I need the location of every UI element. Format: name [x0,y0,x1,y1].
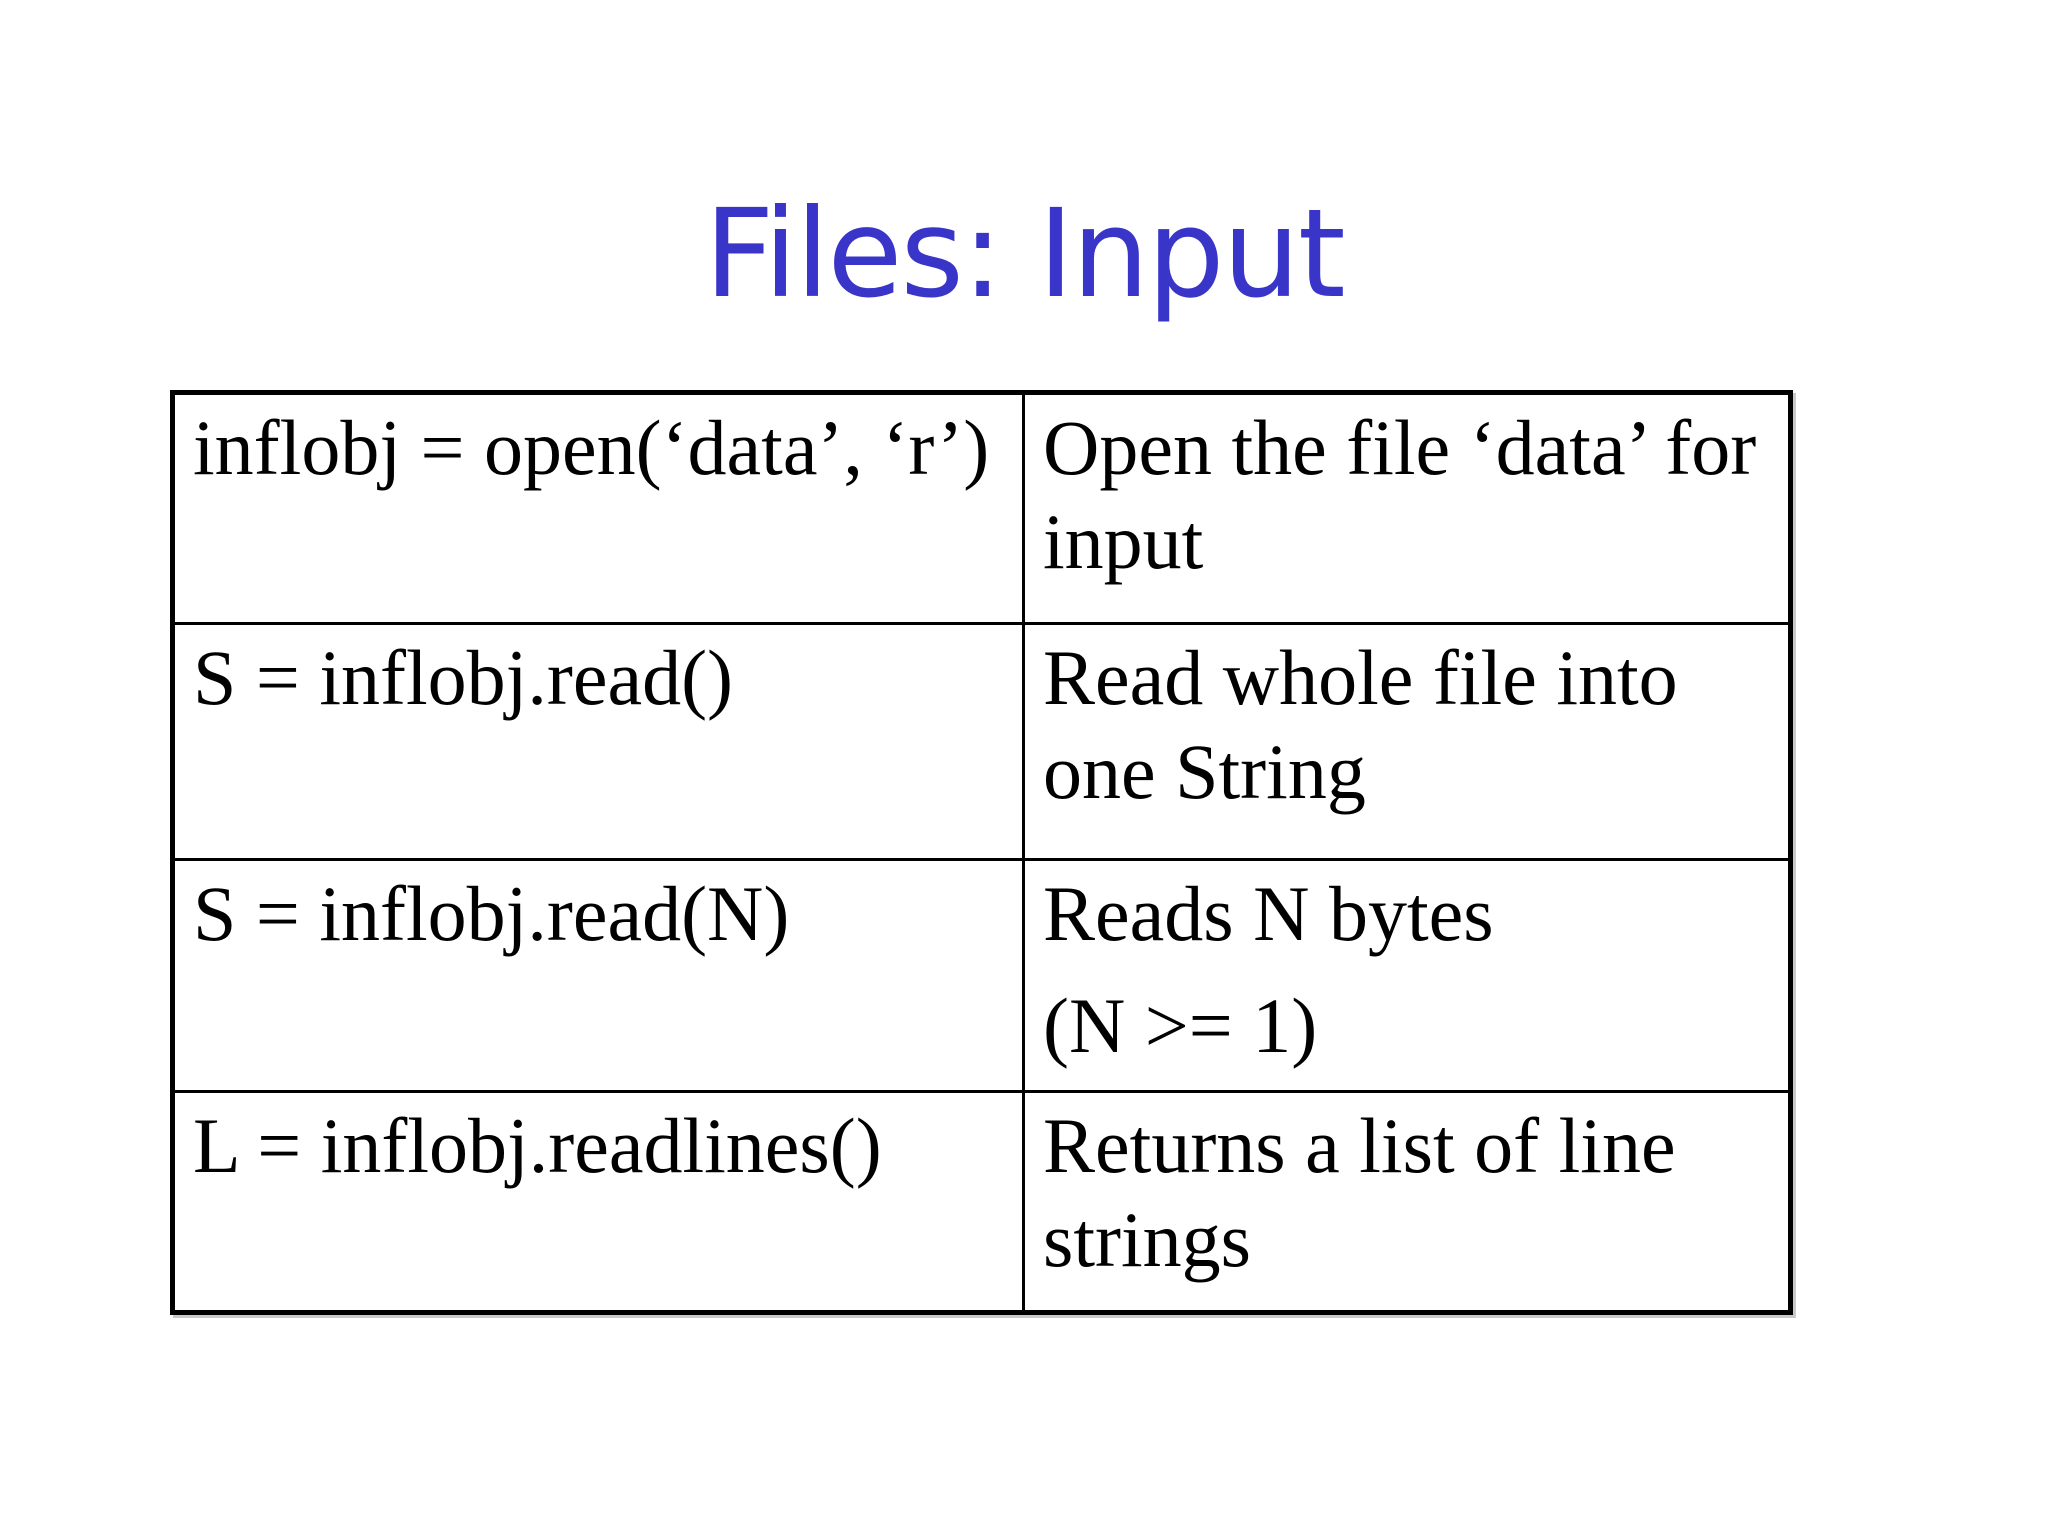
code-text: S = inflobj.read(N) [193,870,790,957]
code-text: S = inflobj.read() [193,634,734,721]
table-cell-code-readlines: L = inflobj.readlines() [175,1093,1025,1310]
table-cell-desc-readlines: Returns a list of line strings [1025,1093,1788,1310]
file-input-table: inflobj = open(‘data’, ‘r’) Open the fil… [170,390,1793,1315]
table-cell-code-read: S = inflobj.read() [175,625,1025,861]
table-cell-desc-open: Open the file ‘data’ for input [1025,395,1788,625]
code-text: L = inflobj.readlines() [193,1102,882,1189]
desc-text: Returns a list of line strings [1043,1102,1676,1283]
desc-text-line2: (N >= 1) [1043,981,1318,1069]
desc-text: Reads N bytes [1043,870,1494,957]
table-cell-code-open: inflobj = open(‘data’, ‘r’) [175,395,1025,625]
slide-title: Files: Input [704,183,1346,325]
table-cell-desc-read-n: Reads N bytes (N >= 1) [1025,861,1788,1093]
table-cell-desc-read: Read whole file into one String [1025,625,1788,861]
desc-text: Open the file ‘data’ for input [1043,404,1757,585]
code-text: inflobj = open(‘data’, ‘r’) [193,404,990,491]
desc-text: Read whole file into one String [1043,634,1678,815]
table-cell-code-read-n: S = inflobj.read(N) [175,861,1025,1093]
